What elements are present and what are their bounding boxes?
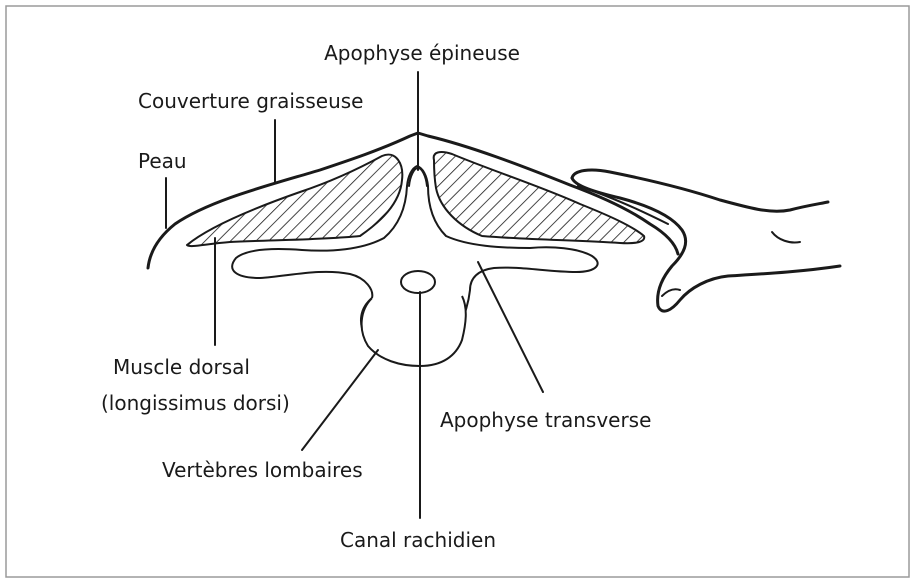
label-lumbar-vertebrae: Vertèbres lombaires: [162, 458, 363, 482]
hand-crease: [772, 232, 800, 243]
label-spinous-process: Apophyse épineuse: [324, 41, 520, 65]
spinal-canal-shape: [401, 271, 435, 293]
leader-transverse: [478, 262, 543, 392]
hand-outline: [572, 170, 828, 211]
hand-knuckle: [662, 289, 680, 296]
label-skin: Peau: [138, 149, 187, 173]
leader-lumbar: [302, 350, 378, 450]
label-spinal-canal: Canal rachidien: [340, 528, 496, 552]
label-fat-cover: Couverture graisseuse: [138, 89, 363, 113]
label-dorsal-muscle-latin: (longissimus dorsi): [101, 391, 290, 415]
label-dorsal-muscle: Muscle dorsal: [113, 355, 250, 379]
label-transverse-process: Apophyse transverse: [440, 408, 651, 432]
vertebral-body: [362, 296, 466, 366]
